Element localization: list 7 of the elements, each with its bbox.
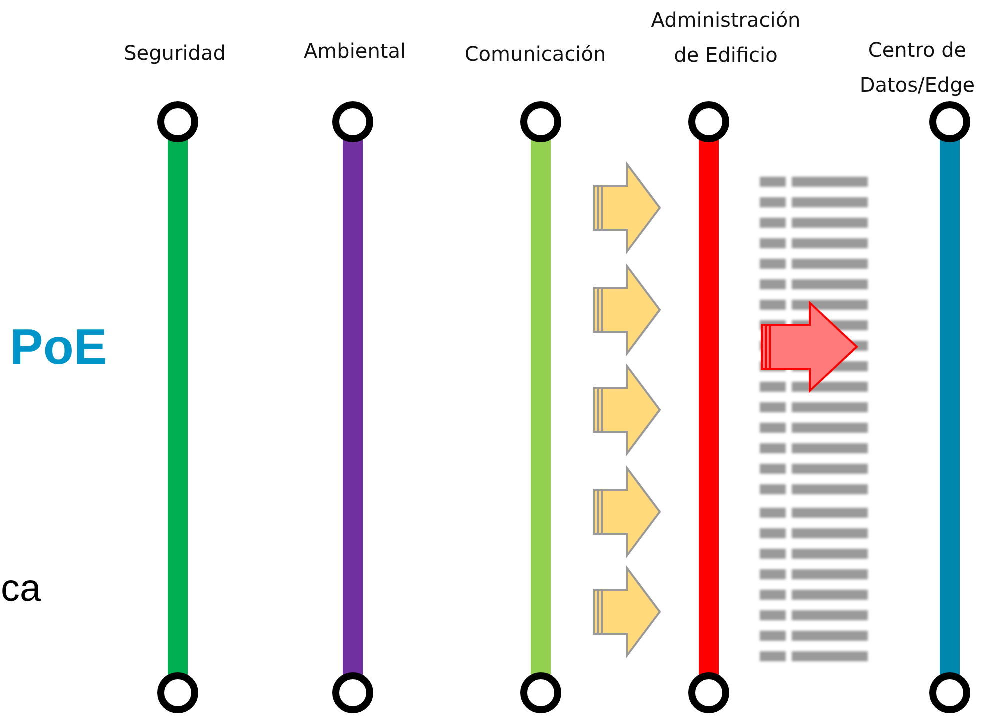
column-heading: Centro de Datos/Edge xyxy=(858,37,976,99)
column-heading: Comunicación xyxy=(464,41,608,68)
column-heading: Seguridad xyxy=(123,40,227,67)
cut-off-text: ca xyxy=(1,568,42,611)
column-heading: Administración de Edificio xyxy=(650,7,802,69)
column-heading: Ambiental xyxy=(302,38,408,65)
poe-heading: PoE xyxy=(10,318,108,376)
